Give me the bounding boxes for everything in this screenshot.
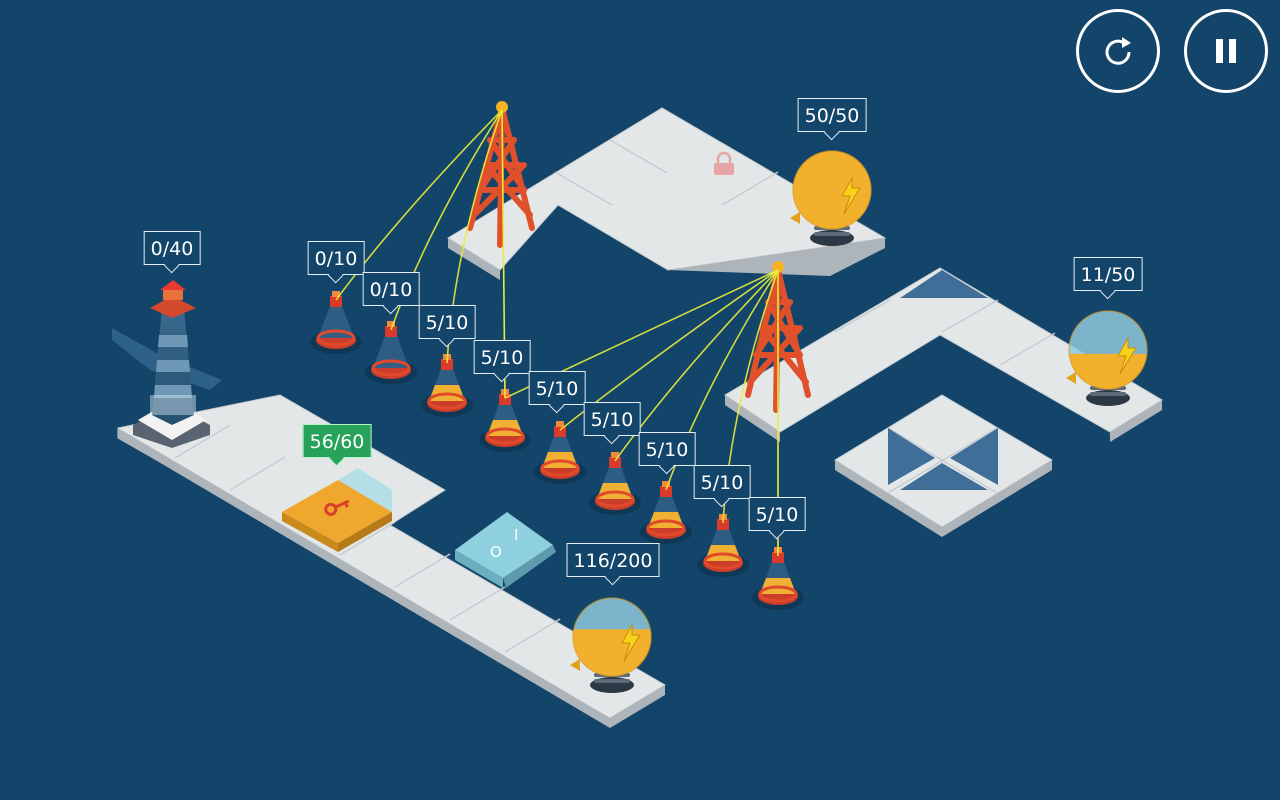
pause-icon bbox=[1216, 39, 1236, 63]
buoy[interactable] bbox=[640, 481, 692, 544]
pause-button[interactable] bbox=[1184, 9, 1268, 93]
input-arrow-icon bbox=[790, 212, 800, 224]
lightning-icon bbox=[841, 176, 861, 215]
lighthouse[interactable] bbox=[112, 280, 222, 448]
switch-tile[interactable]: O I bbox=[455, 512, 556, 588]
buoy-counter: 5/10 bbox=[638, 432, 696, 466]
buoys bbox=[310, 291, 804, 610]
buoy-counter: 5/10 bbox=[583, 402, 641, 436]
buoy-counter: 5/10 bbox=[528, 371, 586, 405]
buoy-counter: 5/10 bbox=[748, 497, 806, 531]
triangle-tile-top[interactable] bbox=[900, 270, 988, 298]
power-wire bbox=[614, 269, 779, 462]
triangle-tile-left[interactable] bbox=[888, 428, 935, 485]
restart-button[interactable] bbox=[1076, 9, 1160, 93]
buoy[interactable] bbox=[589, 452, 641, 515]
buoy[interactable] bbox=[365, 321, 417, 384]
input-arrow-icon bbox=[570, 659, 580, 671]
buoy-counter: 0/10 bbox=[362, 272, 420, 306]
buoy-counter: 5/10 bbox=[473, 340, 531, 374]
key-tile-counter: 56/60 bbox=[302, 424, 372, 458]
switch-on-label: I bbox=[514, 526, 518, 544]
triangle-tile-bottom[interactable] bbox=[900, 463, 988, 490]
switch-off-label: O bbox=[490, 543, 502, 561]
rotator-tiles[interactable] bbox=[888, 270, 998, 490]
buoy-counter: 5/10 bbox=[693, 465, 751, 499]
key-icon bbox=[324, 499, 350, 516]
bulb-top[interactable] bbox=[790, 150, 872, 246]
tile-paths bbox=[117, 107, 1163, 728]
buoy[interactable] bbox=[310, 291, 362, 354]
power-wire bbox=[335, 109, 503, 301]
bulb-bottom-counter: 116/200 bbox=[566, 543, 660, 577]
lightning-icon bbox=[621, 623, 641, 662]
tower-2 bbox=[745, 261, 811, 413]
lock-icon bbox=[714, 151, 734, 175]
buoy[interactable] bbox=[421, 354, 473, 417]
lighthouse-counter: 0/40 bbox=[143, 231, 201, 265]
buoy[interactable] bbox=[479, 389, 531, 452]
buoy[interactable] bbox=[697, 514, 749, 577]
buoy[interactable] bbox=[752, 547, 804, 610]
input-arrow-icon bbox=[1066, 372, 1076, 384]
bulb-right-counter: 11/50 bbox=[1073, 257, 1143, 291]
buoy-counter: 5/10 bbox=[418, 305, 476, 339]
bulb-top-counter: 50/50 bbox=[797, 98, 867, 132]
buoy[interactable] bbox=[534, 421, 586, 484]
triangle-tile-right[interactable] bbox=[950, 428, 998, 485]
lightning-icon bbox=[1117, 336, 1137, 375]
key-tile[interactable] bbox=[282, 468, 392, 552]
buoy-counter: 0/10 bbox=[307, 241, 365, 275]
restart-icon bbox=[1105, 37, 1131, 65]
